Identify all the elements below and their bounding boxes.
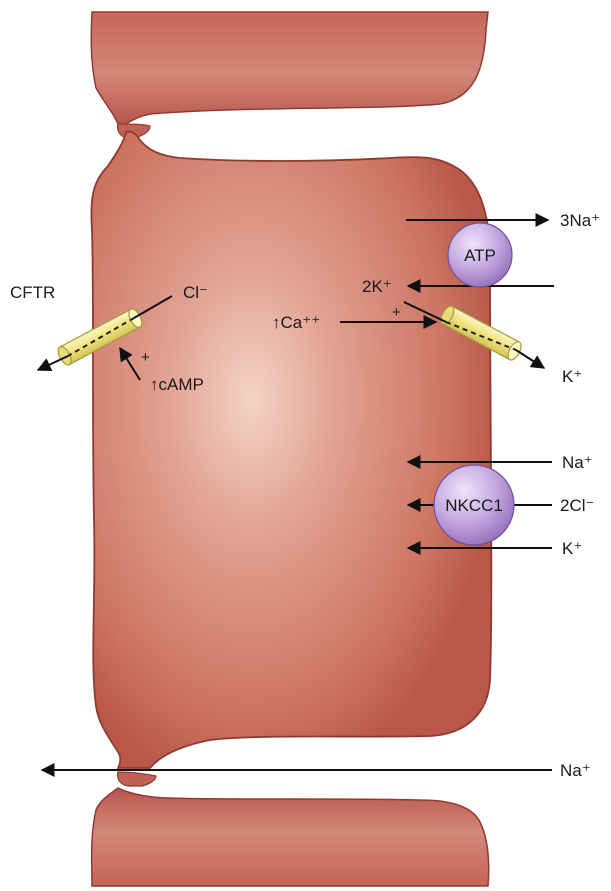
- ca-label: ↑Ca⁺⁺: [272, 313, 320, 332]
- cl2-label: 2Cl⁻: [560, 496, 594, 515]
- k2-label: 2K⁺: [362, 277, 392, 296]
- k-dashed-path: [445, 321, 517, 351]
- cl-label: Cl⁻: [183, 283, 208, 302]
- nkcc1-cotransporter: [433, 464, 515, 546]
- k-efflux-arrow: [515, 349, 546, 369]
- main-epithelial-cell: [90, 130, 493, 769]
- na-nkcc-label: Na⁺: [562, 453, 593, 472]
- k-solid-path: [403, 301, 447, 323]
- cl-solid-path: [133, 295, 173, 319]
- k-nkcc-label: K⁺: [562, 539, 582, 558]
- camp-activation-arrow: [119, 346, 141, 381]
- k-out-label: K⁺: [562, 367, 582, 386]
- atp-label: ATP: [464, 246, 496, 265]
- atp-pump: [447, 222, 513, 288]
- k-channel: [440, 305, 522, 361]
- tight-junction-bottom: [117, 771, 157, 787]
- camp-plus-sign: +: [141, 349, 150, 366]
- bottom-neighbor-cell: [90, 787, 490, 887]
- cl-dashed-path: [67, 317, 135, 357]
- cftr-label: CFTR: [10, 283, 55, 302]
- na3-label: 3Na⁺: [560, 211, 600, 230]
- nkcc1-label: NKCC1: [445, 496, 503, 515]
- cl-efflux-arrow: [36, 355, 69, 372]
- na-para-label: Na⁺: [560, 761, 591, 780]
- camp-label: ↑cAMP: [150, 375, 204, 394]
- top-neighbor-cell: [90, 11, 489, 125]
- ca-plus-sign: +: [392, 304, 401, 321]
